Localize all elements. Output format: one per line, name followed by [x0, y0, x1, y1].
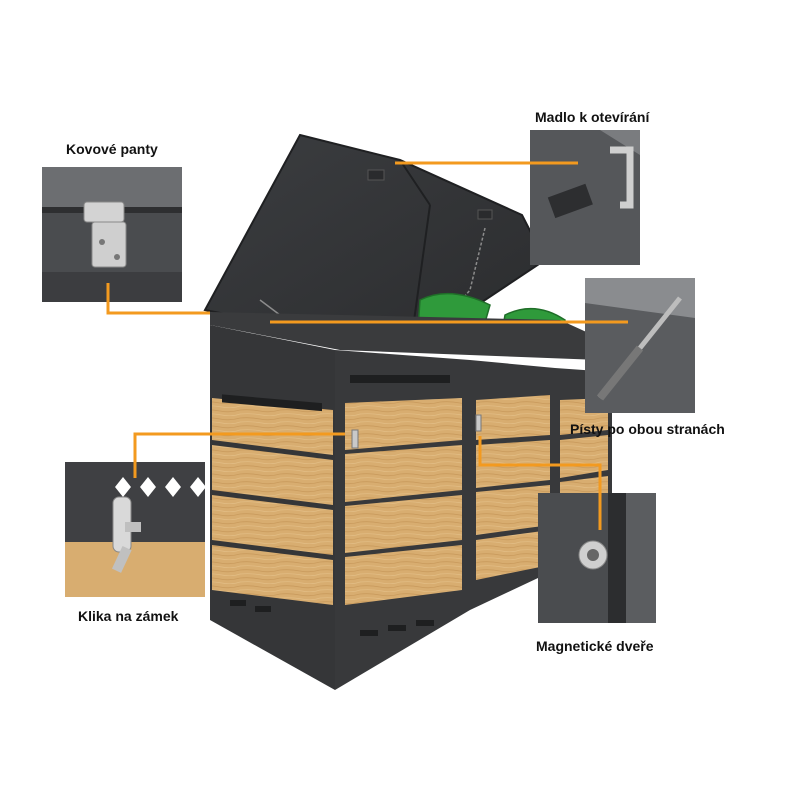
callout-label-hinges: Kovové panty: [66, 141, 158, 157]
callout-label-lock: Klika na zámek: [78, 608, 179, 624]
callout-label-handle: Madlo k otevírání: [535, 109, 650, 125]
handle-inset-photo: [530, 130, 640, 265]
struts-inset-photo: [585, 278, 695, 413]
magnetic-door-inset-photo: [538, 493, 656, 623]
callout-label-magnetic: Magnetické dveře: [536, 638, 654, 654]
lock-handle-inset-photo: [65, 462, 205, 597]
hinge-inset-photo: [42, 167, 182, 302]
callout-label-struts: Písty po obou stranách: [570, 421, 725, 437]
